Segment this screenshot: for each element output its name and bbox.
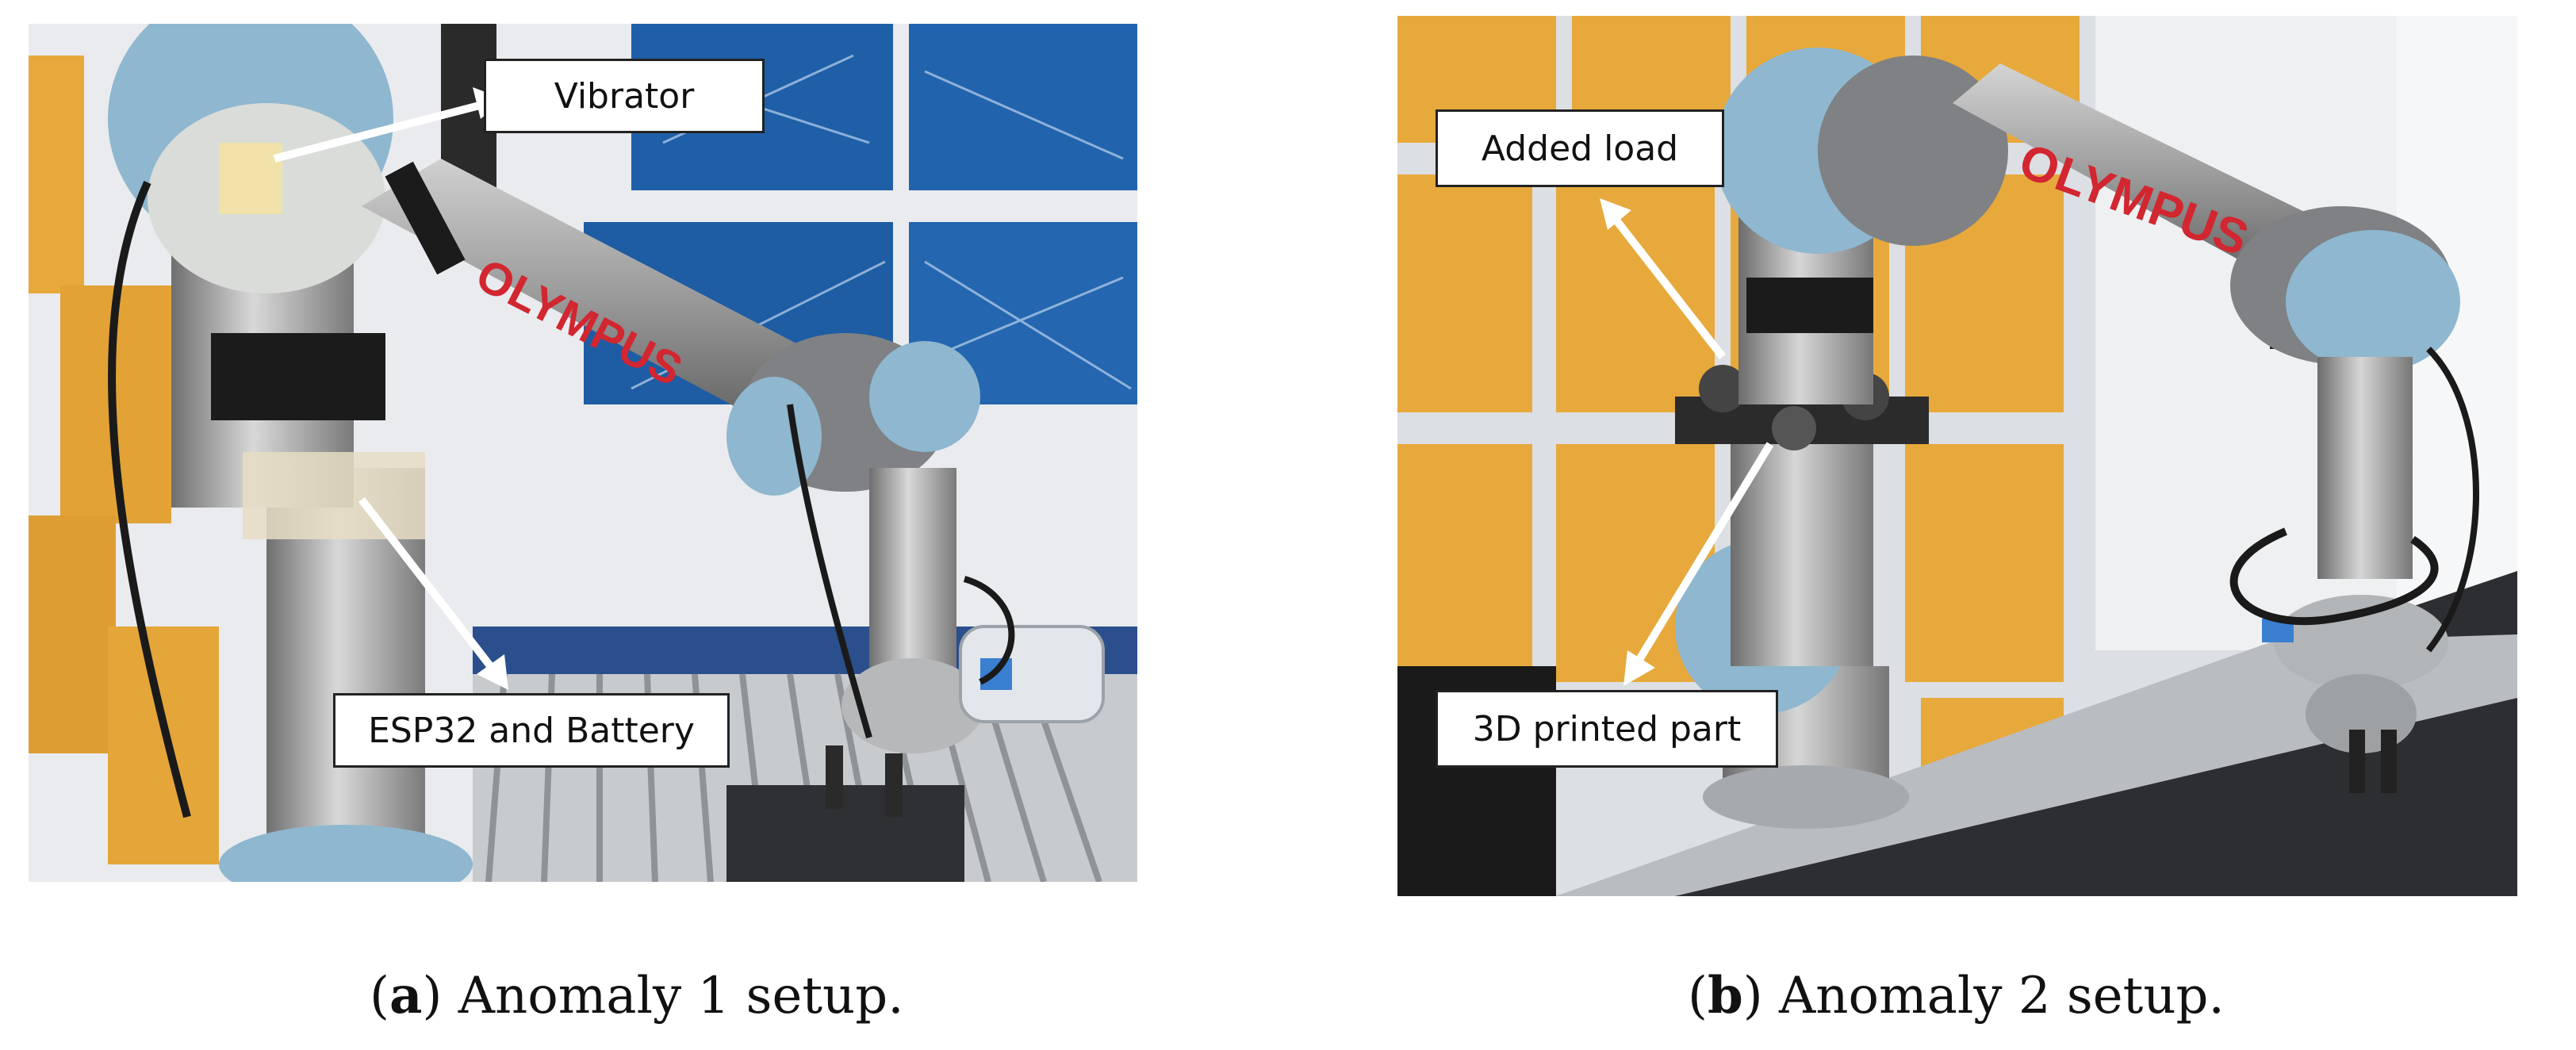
- robot-arm-photo-b: OLYMPUS: [1397, 16, 2517, 896]
- robot-arm-photo-a: OLYMPUS: [29, 24, 1137, 882]
- callout-esp32-battery: ESP32 and Battery: [333, 693, 730, 768]
- caption-b-text: Anomaly 2 setup.: [1762, 967, 2225, 1025]
- callout-vibrator: Vibrator: [484, 59, 765, 133]
- callout-added-load: Added load: [1436, 109, 1724, 187]
- photo-anomaly-1: OLYMPUS Vibrator ESP32 and Battery: [29, 24, 1137, 882]
- caption-b-letter: b: [1707, 966, 1743, 1025]
- photo-anomaly-2: OLYMPUS Added load 3D printed part: [1397, 16, 2517, 896]
- caption-b: (b) Anomaly 2 setup.: [1688, 966, 2225, 1025]
- caption-a-text: Anomaly 1 setup.: [442, 967, 904, 1025]
- caption-a-letter: a: [389, 966, 423, 1025]
- callout-3d-printed-part: 3D printed part: [1436, 690, 1778, 768]
- caption-a: (a) Anomaly 1 setup.: [370, 966, 904, 1025]
